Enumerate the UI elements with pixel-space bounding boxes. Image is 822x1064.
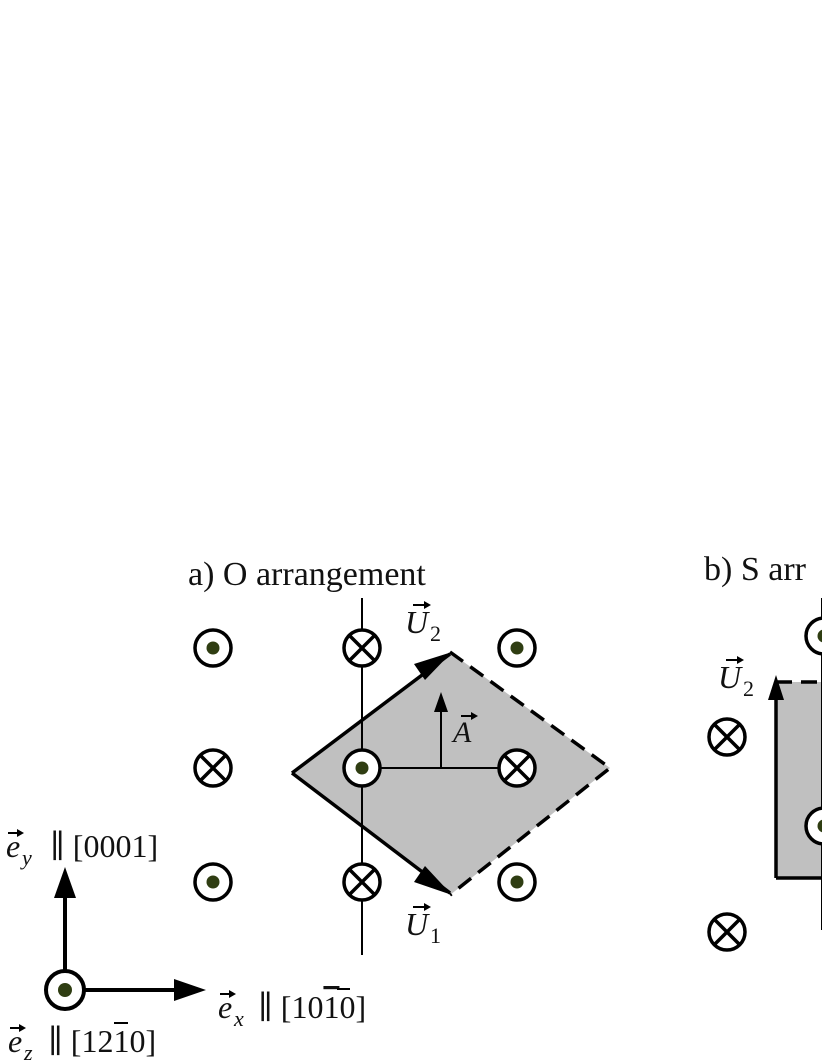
atom-cross — [342, 862, 382, 902]
svg-text:z: z — [23, 1040, 33, 1064]
atom-dot — [804, 616, 822, 656]
svg-text:2: 2 — [743, 676, 754, 701]
label-u2-b: U 2 — [718, 656, 754, 701]
svg-text:e: e — [6, 828, 20, 864]
atom-cross — [707, 912, 747, 952]
svg-text:e: e — [8, 1023, 22, 1059]
panel-b-title: b) S arr — [704, 551, 807, 588]
label-ex: e x ∥ [1010] — [218, 988, 366, 1031]
overbar-digit: 1 — [323, 989, 339, 1025]
svg-text:1: 1 — [430, 923, 441, 948]
atom-dot — [804, 806, 822, 846]
panel-b: b) S arr U 2 — [704, 551, 822, 952]
panel-a-title: a) O arrangement — [188, 556, 426, 593]
svg-text:x: x — [233, 1006, 244, 1031]
svg-text:A: A — [451, 716, 472, 749]
atom-dot — [342, 748, 382, 788]
panel-a-vector-u2-head — [414, 652, 452, 680]
panel-a: a) O arrangement — [188, 556, 613, 955]
svg-text:2: 2 — [430, 621, 441, 646]
svg-text:∥ [0001]: ∥ [0001] — [50, 828, 158, 864]
ez-origin — [44, 969, 86, 1011]
label-a: A — [451, 712, 478, 749]
svg-text:U: U — [405, 604, 430, 640]
overbar-digit: 2 — [97, 1023, 113, 1059]
svg-text:e: e — [218, 989, 232, 1025]
panel-b-unit-cell — [776, 682, 822, 878]
atom-cross — [497, 748, 537, 788]
label-u1: U 1 — [405, 903, 441, 948]
svg-text:U: U — [718, 659, 743, 695]
atom-dot — [497, 862, 537, 902]
atom-cross — [342, 628, 382, 668]
panel-a-cell-dashed-edge — [448, 650, 613, 897]
panel-a-unit-cell — [292, 652, 610, 895]
atom-dot — [193, 628, 233, 668]
atom-cross — [193, 748, 233, 788]
panel-a-vector-u1-head — [414, 866, 452, 895]
atom-dot — [193, 862, 233, 902]
label-u2: U 2 — [405, 601, 441, 646]
svg-text:U: U — [405, 906, 430, 942]
panel-a-vector-a-head — [434, 692, 448, 712]
ex-axis-head — [174, 979, 206, 1001]
atom-cross — [707, 717, 747, 757]
label-ez: e z ∥ [1210] — [8, 1022, 156, 1064]
svg-text:∥ [1210]: ∥ [1210] — [48, 1023, 156, 1059]
svg-text:∥ [1010]: ∥ [1010] — [258, 989, 366, 1025]
svg-text:y: y — [20, 845, 32, 870]
ey-axis-head — [54, 867, 76, 898]
coordinate-axes: e y ∥ [0001] e x ∥ [1010] e z ∥ [1210] — [6, 828, 366, 1064]
panel-b-vector-u2-head — [768, 675, 784, 700]
label-ey: e y ∥ [0001] — [6, 828, 158, 870]
atom-dot — [497, 628, 537, 668]
